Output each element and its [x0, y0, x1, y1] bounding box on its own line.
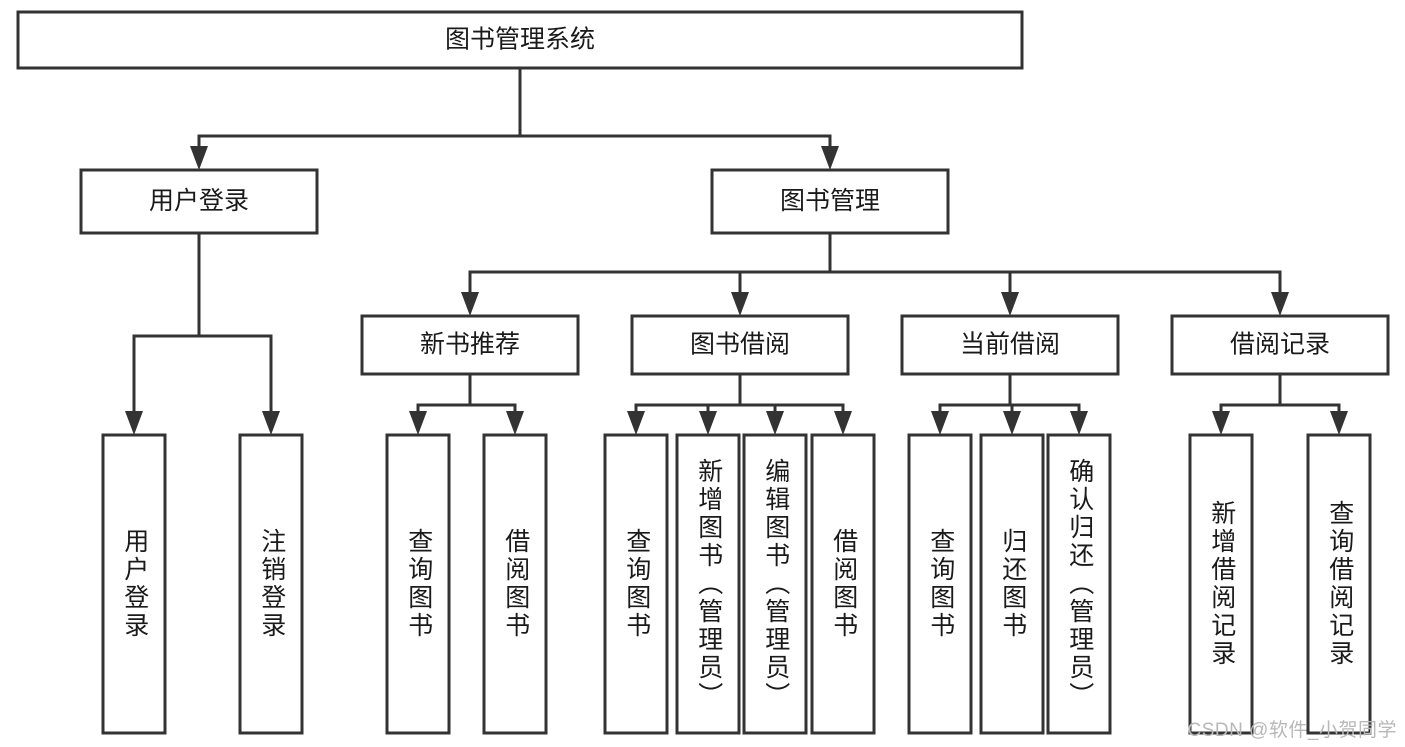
node-leaf-2[interactable] [385, 433, 451, 735]
arrow-down-icon [1001, 292, 1019, 316]
node-leaf-4[interactable] [603, 433, 669, 735]
arrow-down-icon [834, 411, 852, 435]
node-level3-2[interactable] [900, 314, 1120, 376]
node-leaf-1-rect[interactable] [238, 433, 304, 735]
arrow-down-icon [627, 411, 645, 435]
arrow-down-icon [766, 411, 784, 435]
node-leaf-8[interactable] [907, 433, 973, 735]
node-leaf-5-rect[interactable] [675, 433, 741, 735]
node-leaf-7-rect[interactable] [810, 433, 876, 735]
node-level3-0-label: 新书推荐 [420, 331, 520, 359]
node-leaf-9-rect[interactable] [979, 433, 1045, 735]
node-level3-3-label: 借阅记录 [1230, 331, 1330, 359]
node-level2-1[interactable] [710, 168, 950, 235]
arrow-down-icon [190, 146, 208, 170]
node-leaf-8-rect[interactable] [907, 433, 973, 735]
node-box-layer [16, 10, 1390, 735]
arrow-down-icon [699, 411, 717, 435]
node-leaf-12-rect[interactable] [1306, 433, 1372, 735]
arrow-down-icon [506, 411, 524, 435]
node-level3-1-label: 图书借阅 [690, 331, 790, 359]
node-leaf-3-rect[interactable] [482, 433, 548, 735]
node-leaf-7[interactable] [810, 433, 876, 735]
arrow-down-icon [1330, 411, 1348, 435]
node-level2-1-rect[interactable] [710, 168, 950, 235]
node-leaf-1[interactable] [238, 433, 304, 735]
node-leaf-0-rect[interactable] [101, 433, 167, 735]
node-level3-3[interactable] [1170, 314, 1390, 376]
node-leaf-6-rect[interactable] [742, 433, 808, 735]
node-leaf-0[interactable] [101, 433, 167, 735]
arrow-down-icon [731, 292, 749, 316]
node-root-system[interactable] [16, 10, 1024, 70]
node-level3-2-rect[interactable] [900, 314, 1120, 376]
arrow-down-icon [125, 411, 143, 435]
arrow-down-icon [931, 411, 949, 435]
node-root-system-rect[interactable] [16, 10, 1024, 70]
node-level3-2-label: 当前借阅 [960, 331, 1060, 359]
arrow-down-icon [409, 411, 427, 435]
node-level3-0-rect[interactable] [360, 314, 580, 376]
node-level2-0-rect[interactable] [79, 168, 319, 235]
node-level3-1-rect[interactable] [630, 314, 850, 376]
node-level3-3-rect[interactable] [1170, 314, 1390, 376]
node-leaf-11[interactable] [1188, 433, 1254, 735]
node-leaf-4-rect[interactable] [603, 433, 669, 735]
node-leaf-11-rect[interactable] [1188, 433, 1254, 735]
csdn-watermark: CSDN @软件_小贺同学 [1187, 720, 1397, 741]
node-leaf-2-rect[interactable] [385, 433, 451, 735]
arrow-down-icon [821, 146, 839, 170]
node-leaf-6[interactable] [742, 433, 808, 735]
node-leaf-10[interactable] [1046, 433, 1112, 735]
arrow-down-icon [262, 411, 280, 435]
node-level2-0[interactable] [79, 168, 319, 235]
node-level3-0[interactable] [360, 314, 580, 376]
node-root-system-label: 图书管理系统 [445, 26, 595, 54]
node-level2-0-label: 用户登录 [149, 187, 249, 215]
arrow-down-icon [1271, 292, 1289, 316]
node-level2-1-label: 图书管理 [780, 187, 880, 215]
connector-layer [125, 66, 1348, 435]
node-leaf-3[interactable] [482, 433, 548, 735]
node-leaf-9[interactable] [979, 433, 1045, 735]
arrow-down-icon [1003, 411, 1021, 435]
node-level3-1[interactable] [630, 314, 850, 376]
arrow-down-icon [1070, 411, 1088, 435]
arrow-down-icon [1212, 411, 1230, 435]
node-leaf-12[interactable] [1306, 433, 1372, 735]
node-leaf-10-rect[interactable] [1046, 433, 1112, 735]
node-leaf-5[interactable] [675, 433, 741, 735]
arrow-down-icon [461, 292, 479, 316]
